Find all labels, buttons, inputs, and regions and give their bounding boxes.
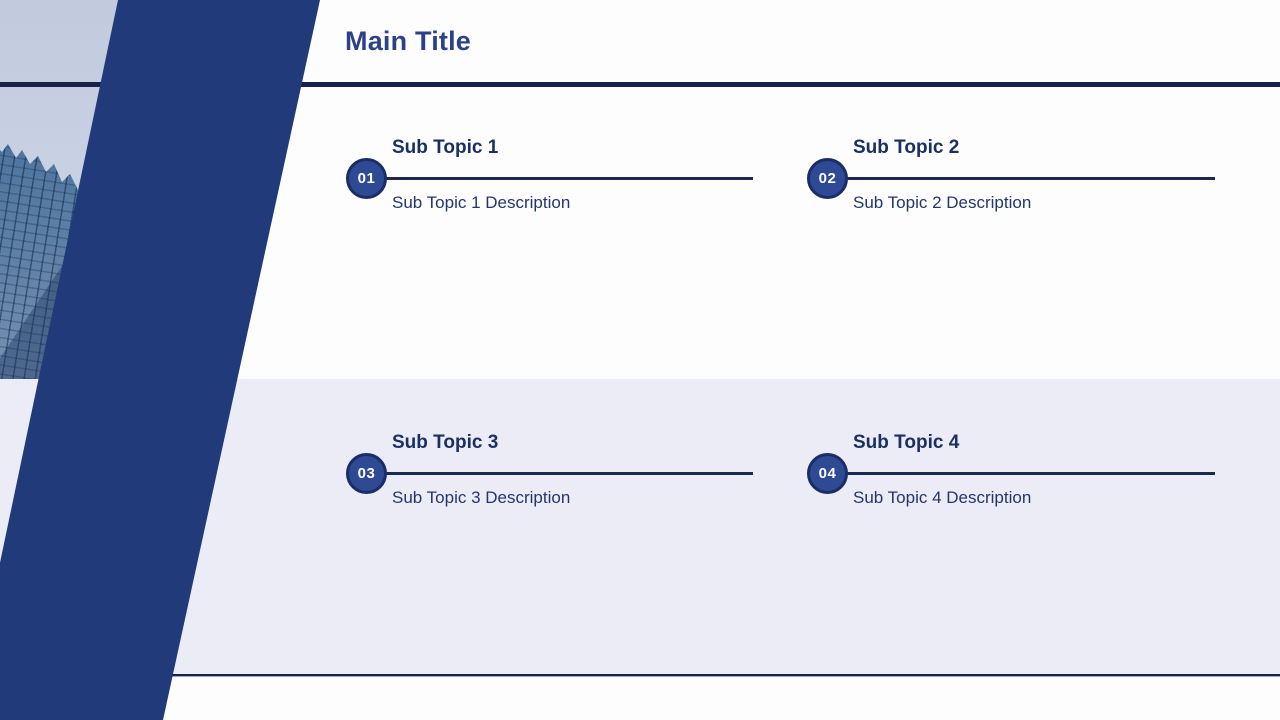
title-underline-rule bbox=[0, 82, 1280, 87]
topic-description: Sub Topic 3 Description bbox=[392, 488, 571, 507]
topic-divider-line bbox=[827, 472, 1215, 475]
bottom-divider-rule bbox=[0, 674, 1280, 677]
topic-title: Sub Topic 2 bbox=[853, 137, 960, 158]
topic-card-2: 02 Sub Topic 2 Sub Topic 2 Description bbox=[807, 138, 1237, 228]
topic-title: Sub Topic 3 bbox=[392, 432, 499, 453]
topic-card-3: 03 Sub Topic 3 Sub Topic 3 Description bbox=[346, 433, 776, 523]
topic-card-4: 04 Sub Topic 4 Sub Topic 4 Description bbox=[807, 433, 1237, 523]
page-title: Main Title bbox=[345, 26, 472, 56]
topic-title: Sub Topic 1 bbox=[392, 137, 499, 158]
topic-number: 04 bbox=[818, 465, 837, 482]
topic-title: Sub Topic 4 bbox=[853, 432, 960, 453]
topic-number-badge: 01 bbox=[346, 158, 387, 199]
topic-description: Sub Topic 4 Description bbox=[853, 488, 1032, 507]
topic-number: 02 bbox=[818, 170, 837, 187]
topic-description: Sub Topic 1 Description bbox=[392, 193, 571, 212]
topic-divider-line bbox=[827, 177, 1215, 180]
topic-number: 03 bbox=[357, 465, 376, 482]
topic-number-badge: 02 bbox=[807, 158, 848, 199]
topic-number-badge: 04 bbox=[807, 453, 848, 494]
topic-card-1: 01 Sub Topic 1 Sub Topic 1 Description bbox=[346, 138, 776, 228]
topic-divider-line bbox=[366, 177, 753, 180]
topic-number-badge: 03 bbox=[346, 453, 387, 494]
topic-number: 01 bbox=[357, 170, 376, 187]
topic-description: Sub Topic 2 Description bbox=[853, 193, 1032, 212]
topic-divider-line bbox=[366, 472, 753, 475]
